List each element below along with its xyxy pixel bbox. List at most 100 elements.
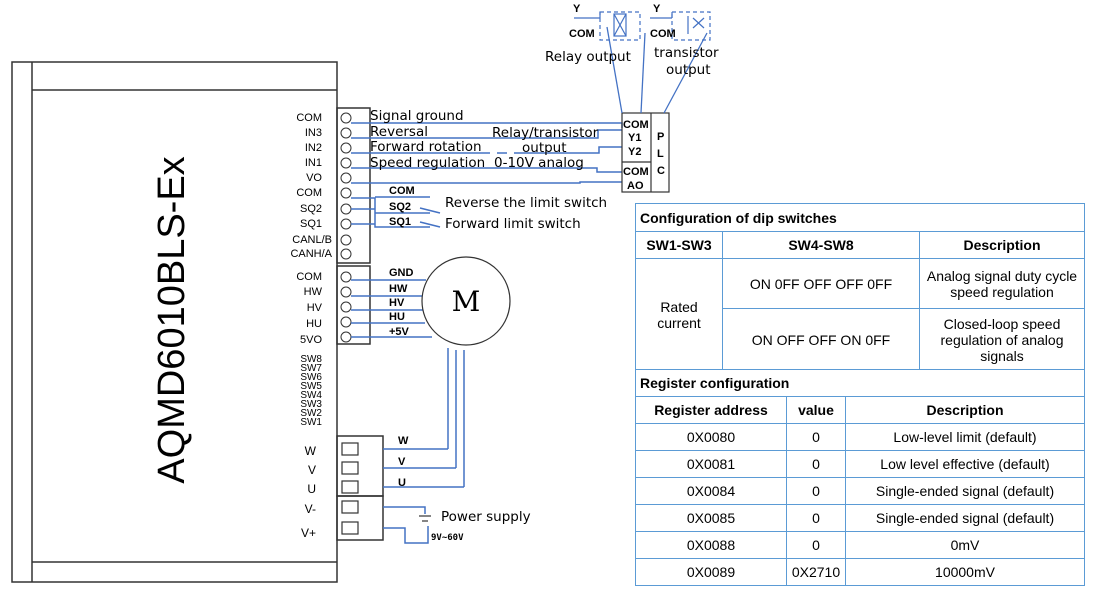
- terminal-label-vplus: V+: [301, 526, 316, 540]
- output-leads: [606, 26, 708, 114]
- terminal-label-hu: HU: [306, 318, 322, 330]
- motor-hv-label: HV: [389, 297, 405, 309]
- register-address: 0X0085: [635, 504, 787, 532]
- plc-letter-p: P: [657, 131, 664, 143]
- terminal-label-canh: CANH/A: [290, 248, 332, 260]
- switch-label-sw1: SW1: [300, 417, 322, 428]
- dip-header-sw1-sw3: SW1-SW3: [635, 231, 723, 259]
- label-forward-limit: Forward limit switch: [445, 216, 581, 232]
- register-address: 0X0084: [635, 477, 787, 505]
- label-relay-transistor: Relay/transistor: [492, 125, 599, 141]
- relay-output-label: Relay output: [545, 49, 631, 65]
- label-reversal: Reversal: [370, 124, 428, 140]
- terminal-label-vminus: V-: [305, 502, 316, 516]
- transistor-y-label: Y: [653, 3, 661, 15]
- plc-letter-c: C: [657, 165, 665, 177]
- register-table-caption: Register configuration: [635, 369, 1085, 397]
- dip-group-label-line1: Rated: [660, 298, 698, 315]
- dip-header-description: Description: [919, 231, 1085, 259]
- plc-com1: COM: [623, 119, 649, 131]
- transistor-label-line1: transistor: [654, 45, 719, 61]
- transistor-label-line2: output: [666, 62, 711, 78]
- terminal-label-hv: HV: [307, 302, 323, 314]
- top-terminal-block: [340, 112, 352, 260]
- dip-description: Closed-loop speed regulation of analog s…: [919, 308, 1085, 371]
- limit-wires: [351, 196, 441, 228]
- terminal-label-5vo: 5VO: [300, 334, 322, 346]
- plc-com2: COM: [623, 166, 649, 178]
- switch-label-sw7: SW7: [300, 363, 322, 374]
- motor-gnd-label: GND: [389, 267, 414, 279]
- terminal-label-sq1: SQ1: [300, 218, 322, 230]
- terminal-label-vo: VO: [306, 172, 322, 184]
- transistor-com-label: COM: [650, 28, 676, 40]
- motor-hw-label: HW: [389, 283, 408, 295]
- motor-u-label: U: [398, 477, 406, 489]
- switch-label-sw2: SW2: [300, 408, 322, 419]
- table-row: 0X0088 0 0mV: [635, 531, 1085, 559]
- motor-symbol: [421, 256, 511, 346]
- terminal-label-u: U: [307, 482, 316, 496]
- dip-switch-table: Configuration of dip switches SW1-SW3 SW…: [635, 203, 1085, 371]
- switch-label-sw5: SW5: [300, 381, 322, 392]
- relay-com-label: COM: [569, 28, 595, 40]
- register-value: 0: [786, 477, 846, 505]
- dip-table-caption: Configuration of dip switches: [635, 203, 1085, 232]
- register-value: 0X2710: [786, 558, 846, 586]
- terminal-label-v: V: [308, 463, 316, 477]
- dip-row: Rated current ON 0FF OFF OFF 0FF Analog …: [635, 258, 1085, 371]
- register-description: Low level effective (default): [845, 450, 1085, 478]
- register-description: 0mV: [845, 531, 1085, 559]
- terminal-label-com: COM: [296, 112, 322, 124]
- table-row: 0X0084 0 Single-ended signal (default): [635, 477, 1085, 505]
- terminal-label-sq2: SQ2: [300, 203, 322, 215]
- dip-description: Analog signal duty cycle speed regulatio…: [919, 258, 1085, 309]
- plc-block: [621, 112, 670, 193]
- table-row: 0X0085 0 Single-ended signal (default): [635, 504, 1085, 532]
- dip-header-sw4-sw8: SW4-SW8: [722, 231, 920, 259]
- power-range-label: 9V~60V: [431, 533, 464, 543]
- plc-y2: Y2: [628, 146, 641, 158]
- driver-model: AQMD6010BLS-Ex: [151, 156, 193, 483]
- register-header-value: value: [786, 396, 846, 424]
- switch-label-sw3: SW3: [300, 399, 322, 410]
- register-address: 0X0089: [635, 558, 787, 586]
- battery-symbol: [419, 515, 431, 522]
- dip-group-label-line2: current: [657, 314, 701, 331]
- terminal-label-in1: IN1: [305, 157, 322, 169]
- register-value: 0: [786, 423, 846, 451]
- register-header-description: Description: [845, 396, 1085, 424]
- register-address: 0X0081: [635, 450, 787, 478]
- motor-hu-label: HU: [389, 311, 405, 323]
- label-speed-regulation: Speed regulation: [370, 155, 485, 171]
- motor-letter: M: [452, 285, 481, 318]
- register-address: 0X0080: [635, 423, 787, 451]
- terminal-label-hw: HW: [304, 286, 323, 298]
- label-signal-ground: Signal ground: [370, 108, 464, 124]
- limit-com-label: COM: [389, 185, 415, 197]
- plc-ao: AO: [627, 180, 644, 192]
- table-row: 0X0081 0 Low level effective (default): [635, 450, 1085, 478]
- switch-label-sw6: SW6: [300, 372, 322, 383]
- table-row: 0X0080 0 Low-level limit (default): [635, 423, 1085, 451]
- motor-v-label: V: [398, 456, 406, 468]
- terminal-label-in3: IN3: [305, 127, 322, 139]
- register-header-address: Register address: [635, 396, 787, 424]
- switch-label-sw8: SW8: [300, 354, 322, 365]
- register-value: 0: [786, 450, 846, 478]
- plc-letter-l: L: [657, 148, 664, 160]
- motor-wire-labels: GND HW HV HU +5V W V U: [389, 267, 414, 489]
- transistor-symbol: [650, 11, 711, 41]
- relay-y-label: Y: [573, 3, 581, 15]
- register-value: 0: [786, 504, 846, 532]
- register-description: Single-ended signal (default): [845, 504, 1085, 532]
- dip-row: ON OFF OFF ON 0FF Closed-loop speed regu…: [636, 308, 1085, 371]
- relay-symbol: [574, 11, 641, 41]
- label-output: output: [522, 140, 567, 156]
- label-analog-range: 0-10V analog: [494, 155, 584, 171]
- terminal-label-canl: CANL/B: [292, 234, 332, 246]
- label-forward-rotation: Forward rotation: [370, 139, 482, 155]
- dip-switch-setting: ON OFF OFF ON 0FF: [722, 308, 920, 371]
- label-reverse-limit: Reverse the limit switch: [445, 195, 607, 211]
